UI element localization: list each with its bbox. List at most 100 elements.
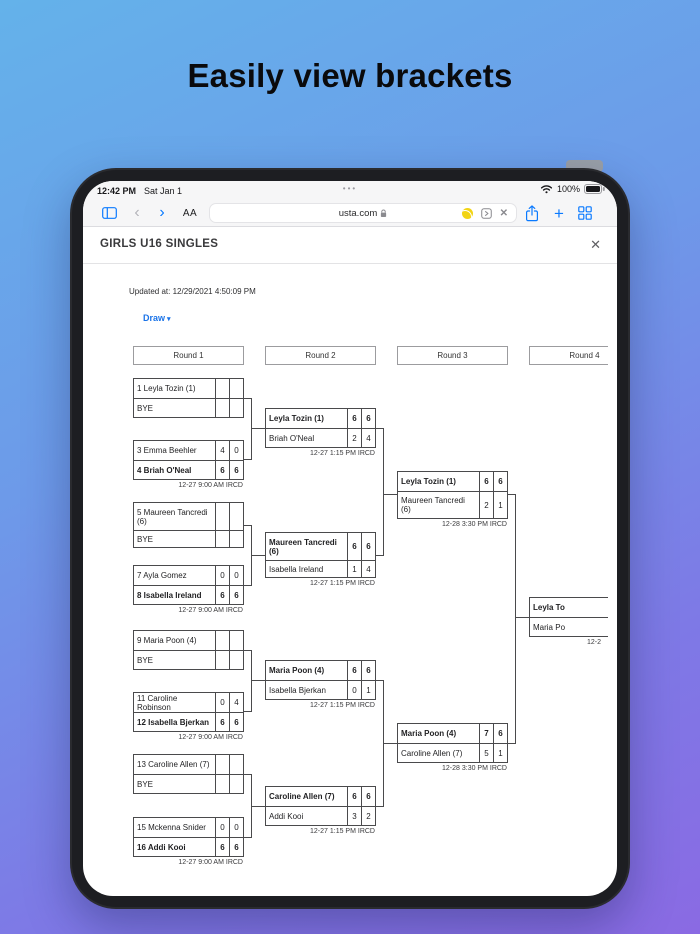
set-score: 6 bbox=[361, 787, 375, 806]
close-icon[interactable]: ✕ bbox=[590, 237, 601, 252]
address-bar-actions: ✕ bbox=[461, 204, 508, 222]
updated-timestamp: Updated at: 12/29/2021 4:50:09 PM bbox=[129, 287, 256, 296]
match-schedule: 12-27 9:00 AM IRCD bbox=[178, 482, 243, 489]
set-score bbox=[229, 755, 243, 774]
set-score: 0 bbox=[215, 566, 229, 585]
set-score: 7 bbox=[479, 724, 493, 743]
set-score: 4 bbox=[229, 693, 243, 712]
set-score: 1 bbox=[347, 561, 361, 577]
set-score: 1 bbox=[493, 492, 507, 518]
bracket-connector bbox=[376, 428, 384, 556]
player-name: Leyla Tozin (1) bbox=[401, 477, 456, 486]
bracket-connector bbox=[252, 428, 265, 429]
date: Sat Jan 1 bbox=[144, 186, 183, 196]
chevron-down-icon: ▾ bbox=[167, 316, 171, 323]
player-name: Leyla Tozin (1) bbox=[269, 414, 324, 423]
bracket-connector bbox=[516, 617, 529, 618]
match-schedule: 12-27 1:15 PM IRCD bbox=[310, 702, 375, 709]
bracket-connector bbox=[244, 525, 252, 586]
match-r1-5: 9 Maria Poon (4) BYE bbox=[133, 630, 244, 670]
player-name: 15 Mckenna Snider bbox=[137, 823, 206, 832]
bracket-connector bbox=[252, 806, 265, 807]
tab-overview-button[interactable] bbox=[576, 199, 594, 227]
match-schedule: 12-27 9:00 AM IRCD bbox=[178, 734, 243, 741]
draw-dropdown[interactable]: Draw▾ bbox=[143, 313, 171, 323]
round-header-3: Round 3 bbox=[397, 346, 508, 365]
player-row: BYE bbox=[134, 774, 243, 793]
player-name: Leyla To bbox=[533, 603, 565, 612]
extension-icon[interactable] bbox=[480, 207, 492, 219]
set-score: 5 bbox=[479, 744, 493, 762]
set-score: 2 bbox=[479, 492, 493, 518]
set-score bbox=[229, 399, 243, 417]
player-name: Isabella Ireland bbox=[269, 564, 324, 574]
sidebar-button[interactable] bbox=[99, 199, 119, 227]
page-header: GIRLS U16 SINGLES ✕ bbox=[83, 227, 617, 264]
player-name: Briah O'Neal bbox=[269, 433, 315, 443]
set-score: 6 bbox=[347, 787, 361, 806]
set-score: 6 bbox=[361, 661, 375, 680]
player-row: Leyla To bbox=[530, 598, 608, 617]
match-schedule: 12-27 9:00 AM IRCD bbox=[178, 859, 243, 866]
bracket-connector bbox=[384, 494, 397, 495]
set-score: 6 bbox=[493, 724, 507, 743]
page-title: GIRLS U16 SINGLES bbox=[100, 238, 219, 250]
set-score bbox=[229, 775, 243, 793]
player-row: 13 Caroline Allen (7) bbox=[134, 755, 243, 774]
bracket: Round 1 Round 2 Round 3 Round 4 1 Leyla … bbox=[133, 346, 608, 878]
player-name: Isabella Bjerkan bbox=[269, 685, 326, 695]
stop-loading-button[interactable]: ✕ bbox=[499, 207, 508, 219]
player-name: Caroline Allen (7) bbox=[269, 792, 335, 801]
set-score bbox=[229, 631, 243, 650]
player-name: Maria Poon (4) bbox=[401, 729, 457, 738]
tennis-ball-favicon[interactable] bbox=[461, 207, 473, 219]
player-row: 5 Maureen Tancredi (6) bbox=[134, 503, 243, 530]
set-score bbox=[215, 379, 229, 398]
set-score: 6 bbox=[229, 586, 243, 604]
match-r1-1: 1 Leyla Tozin (1) BYE bbox=[133, 378, 244, 418]
player-name: 8 Isabella Ireland bbox=[137, 590, 202, 600]
set-score: 6 bbox=[215, 461, 229, 479]
wifi-icon bbox=[540, 184, 553, 194]
round-header-1: Round 1 bbox=[133, 346, 244, 365]
hero-title: Easily view brackets bbox=[187, 57, 513, 94]
reader-button[interactable]: AA bbox=[182, 207, 198, 219]
player-name: 3 Emma Beehler bbox=[137, 446, 197, 455]
set-score: 6 bbox=[215, 838, 229, 856]
player-row: 1 Leyla Tozin (1) bbox=[134, 379, 243, 398]
player-name: 4 Briah O'Neal bbox=[137, 465, 192, 475]
set-score: 0 bbox=[229, 566, 243, 585]
address-bar[interactable]: usta.com ✕ bbox=[209, 203, 517, 223]
player-row: Maria Po bbox=[530, 617, 608, 636]
set-score: 4 bbox=[215, 441, 229, 460]
set-score: 6 bbox=[493, 472, 507, 491]
set-score: 6 bbox=[347, 661, 361, 680]
new-tab-button[interactable]: + bbox=[554, 203, 564, 223]
player-name: 7 Ayla Gomez bbox=[137, 571, 187, 580]
round-header-2: Round 2 bbox=[265, 346, 376, 365]
set-score bbox=[215, 651, 229, 669]
set-score: 6 bbox=[479, 472, 493, 491]
set-score: 0 bbox=[229, 441, 243, 460]
share-button[interactable] bbox=[523, 199, 541, 227]
forward-button[interactable]: › bbox=[159, 204, 165, 221]
match-schedule: 12-27 1:15 PM IRCD bbox=[310, 450, 375, 457]
bracket-connector bbox=[244, 774, 252, 838]
back-button[interactable]: ‹ bbox=[134, 204, 140, 221]
player-name: 12 Isabella Bjerkan bbox=[137, 717, 210, 727]
